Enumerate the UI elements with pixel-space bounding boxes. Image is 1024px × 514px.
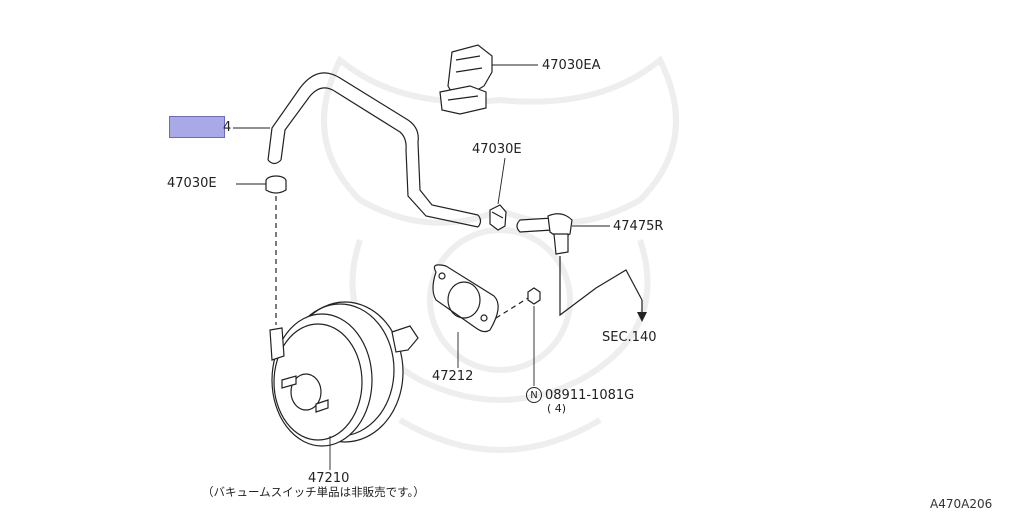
label-47030EA[interactable]: 47030EA: [542, 58, 601, 73]
label-nut-part[interactable]: 08911-1081G: [545, 388, 635, 403]
label-47212[interactable]: 47212: [432, 369, 474, 384]
nut-part: [527, 287, 541, 386]
label-47030E-mid[interactable]: 47030E: [472, 142, 522, 157]
booster-note: （バキュームスイッチ単品は非販売です。）: [202, 485, 425, 499]
clip-47030E-left: [236, 175, 287, 194]
vacuum-hose: [267, 72, 482, 228]
check-valve-47475R: [516, 213, 647, 322]
gasket-47212: [432, 264, 529, 368]
label-47210[interactable]: 47210: [308, 471, 350, 486]
label-hose-partial: 4: [223, 120, 232, 135]
clip-47030EA: [439, 44, 538, 115]
nut-badge-icon: N: [526, 387, 542, 403]
label-nut-qty: ( 4): [547, 402, 567, 415]
label-47030E-left[interactable]: 47030E: [167, 176, 217, 191]
diagram-code: A470A206: [930, 497, 993, 511]
brake-booster-47210: [269, 301, 419, 470]
hose-part-highlight[interactable]: [169, 116, 225, 138]
label-sec140[interactable]: SEC.140: [602, 330, 657, 345]
clip-47030E-mid: [489, 157, 507, 231]
label-47475R[interactable]: 47475R: [613, 219, 664, 234]
